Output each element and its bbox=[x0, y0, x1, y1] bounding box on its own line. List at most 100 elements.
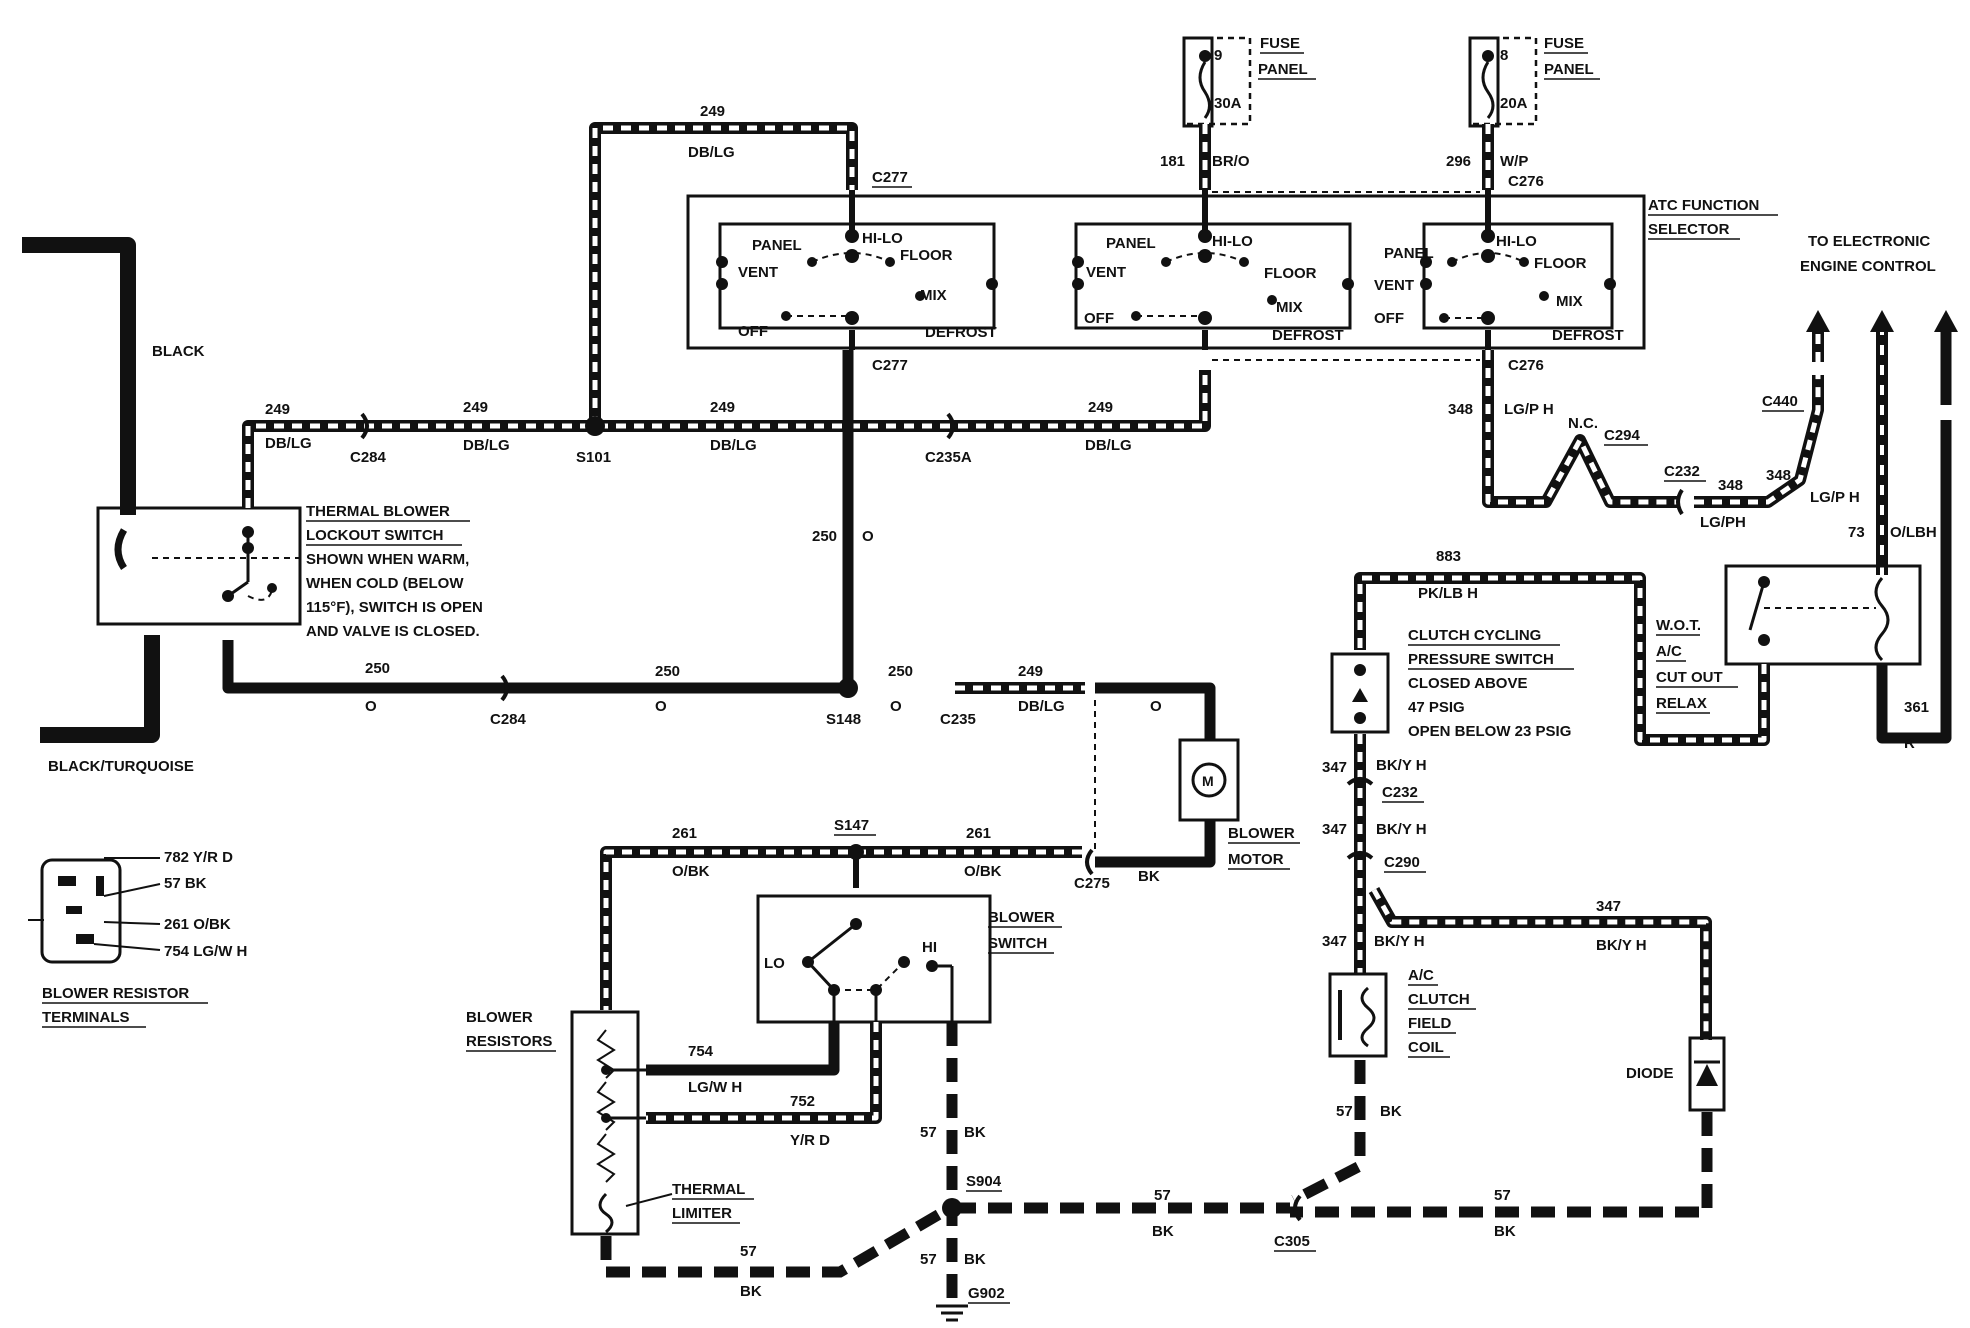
wire-label-348-b: 348 bbox=[1718, 477, 1743, 494]
connector-c276-bottom: C276 bbox=[1508, 357, 1544, 374]
wire-label-bk-b: BK bbox=[964, 1251, 986, 1268]
wire-label-249-e: 249 bbox=[1018, 663, 1043, 680]
wire-label-250-c: 250 bbox=[812, 528, 837, 545]
wire-label-bkyh-b: BK/Y H bbox=[1376, 821, 1427, 838]
wire-label-57-b: 57 bbox=[920, 1251, 937, 1268]
wire-label-347-b: 347 bbox=[1322, 821, 1347, 838]
wire-label-o-d: O bbox=[890, 698, 902, 715]
selector-1-off: OFF bbox=[738, 323, 768, 340]
wire-label-249-c: 249 bbox=[710, 399, 735, 416]
wire-label-296: 296 bbox=[1446, 153, 1471, 170]
thermal-limiter-label-2: LIMITER bbox=[672, 1205, 732, 1222]
harness-black-turquoise-label: BLACK/TURQUOISE bbox=[48, 758, 194, 775]
eec-label-1: TO ELECTRONIC bbox=[1808, 233, 1930, 250]
wire-752 bbox=[646, 1022, 882, 1124]
wire-label-347-c: 347 bbox=[1322, 933, 1347, 950]
selector-3-vent: VENT bbox=[1374, 277, 1414, 294]
wire-250 bbox=[222, 350, 854, 694]
wire-label-249-d: 249 bbox=[1088, 399, 1113, 416]
wire-label-348-c: 348 bbox=[1766, 467, 1791, 484]
wire-label-347-d: 347 bbox=[1596, 898, 1621, 915]
clutch-switch-label-4: 47 PSIG bbox=[1408, 699, 1465, 716]
clutch-switch-label-2: PRESSURE SWITCH bbox=[1408, 651, 1554, 668]
wire-label-lgph-a: LG/P H bbox=[1504, 401, 1554, 418]
selector-3-off: OFF bbox=[1374, 310, 1404, 327]
wot-label-3: CUT OUT bbox=[1656, 669, 1723, 686]
clutch-switch-label-5: OPEN BELOW 23 PSIG bbox=[1408, 723, 1571, 740]
connector-c232-bottom-label: C232 bbox=[1382, 784, 1418, 801]
fuse-right-rating: 20A bbox=[1500, 95, 1528, 112]
wire-label-261-a: 261 bbox=[672, 825, 697, 842]
wire-label-250-d: 250 bbox=[888, 663, 913, 680]
selector-2-floor: FLOOR bbox=[1264, 265, 1317, 282]
connector-c232-top-label: C232 bbox=[1664, 463, 1700, 480]
blower-switch-label-1: BLOWER bbox=[988, 909, 1055, 926]
thermal-switch-note-4: AND VALVE IS CLOSED. bbox=[306, 623, 480, 640]
connector-c290-label: C290 bbox=[1384, 854, 1420, 871]
wire-label-57-d: 57 bbox=[1154, 1187, 1171, 1204]
thermal-switch-note-2: WHEN COLD (BELOW bbox=[306, 575, 464, 592]
wire-label-lgwh: LG/W H bbox=[688, 1079, 742, 1096]
wire-label-obk-b: O/BK bbox=[964, 863, 1002, 880]
fuse-left bbox=[1182, 36, 1252, 190]
wot-label-1: W.O.T. bbox=[1656, 617, 1701, 634]
connector-c305-label: C305 bbox=[1274, 1233, 1310, 1250]
wire-57-ground bbox=[600, 1022, 1290, 1322]
clutch-switch-label-1: CLUTCH CYCLING bbox=[1408, 627, 1541, 644]
clutch-coil-label-1: A/C bbox=[1408, 967, 1434, 984]
wot-label-4: RELAX bbox=[1656, 695, 1707, 712]
resistor-terminal-261: 261 O/BK bbox=[164, 916, 231, 933]
wire-label-bk-motor: BK bbox=[1138, 868, 1160, 885]
blower-switch-lo: LO bbox=[764, 955, 785, 972]
wire-label-bro: BR/O bbox=[1212, 153, 1250, 170]
wire-label-73: 73 bbox=[1848, 524, 1865, 541]
splice-s148-dot bbox=[838, 678, 858, 698]
thermal-switch-title-2: LOCKOUT SWITCH bbox=[306, 527, 443, 544]
selector-2-panel: PANEL bbox=[1106, 235, 1156, 252]
wire-label-o-a: O bbox=[365, 698, 377, 715]
wire-label-bk-e: BK bbox=[1494, 1223, 1516, 1240]
splice-s147-label: S147 bbox=[834, 817, 869, 834]
wire-label-wp: W/P bbox=[1500, 153, 1528, 170]
splice-s904-dot bbox=[942, 1198, 962, 1218]
wire-label-dblg-top: DB/LG bbox=[688, 144, 735, 161]
selector-3-hilo: HI-LO bbox=[1496, 233, 1537, 250]
fuse-right-label-2: PANEL bbox=[1544, 61, 1594, 78]
wire-label-181: 181 bbox=[1160, 153, 1185, 170]
wire-label-bk-c: BK bbox=[740, 1283, 762, 1300]
wire-label-bkyh-d: BK/Y H bbox=[1596, 937, 1647, 954]
connector-c235-label: C235 bbox=[940, 711, 976, 728]
diode bbox=[1290, 1036, 1726, 1218]
resistor-terminal-782: 782 Y/R D bbox=[164, 849, 233, 866]
clutch-coil-label-4: COIL bbox=[1408, 1039, 1444, 1056]
wire-label-lgph-b: LG/PH bbox=[1700, 514, 1746, 531]
wire-label-754: 754 bbox=[688, 1043, 714, 1060]
wire-label-bk-a: BK bbox=[964, 1124, 986, 1141]
wire-label-dblg-d: DB/LG bbox=[1085, 437, 1132, 454]
connector-c284-bottom: C284 bbox=[490, 711, 527, 728]
connector-c277-bottom: C277 bbox=[872, 357, 908, 374]
resistor-terminal-57: 57 BK bbox=[164, 875, 207, 892]
thermal-switch-note-3: 115°F), SWITCH IS OPEN bbox=[306, 599, 483, 616]
wire-label-249-top: 249 bbox=[700, 103, 725, 120]
splice-s147-dot bbox=[848, 844, 864, 860]
wire-label-249-b: 249 bbox=[463, 399, 488, 416]
selector-1-hilo: HI-LO bbox=[862, 230, 903, 247]
wire-label-250-b: 250 bbox=[655, 663, 680, 680]
fuse-left-label-2: PANEL bbox=[1258, 61, 1308, 78]
connector-c440-label: C440 bbox=[1762, 393, 1798, 410]
harness-black-label: BLACK bbox=[152, 343, 205, 360]
selector-2-defrost: DEFROST bbox=[1272, 327, 1344, 344]
connector-c276-top: C276 bbox=[1508, 173, 1544, 190]
wire-label-347-a: 347 bbox=[1322, 759, 1347, 776]
selector-3-floor: FLOOR bbox=[1534, 255, 1587, 272]
selector-2-vent: VENT bbox=[1086, 264, 1126, 281]
wire-348 bbox=[1482, 350, 1824, 508]
selector-2-mix: MIX bbox=[1276, 299, 1303, 316]
wire-label-57-coil: 57 bbox=[1336, 1103, 1353, 1120]
connector-c277-top: C277 bbox=[872, 169, 908, 186]
wire-label-pklbh: PK/LB H bbox=[1418, 585, 1478, 602]
wire-label-dblg-c: DB/LG bbox=[710, 437, 757, 454]
wire-label-250-a: 250 bbox=[365, 660, 390, 677]
wire-label-r: R bbox=[1904, 735, 1915, 752]
